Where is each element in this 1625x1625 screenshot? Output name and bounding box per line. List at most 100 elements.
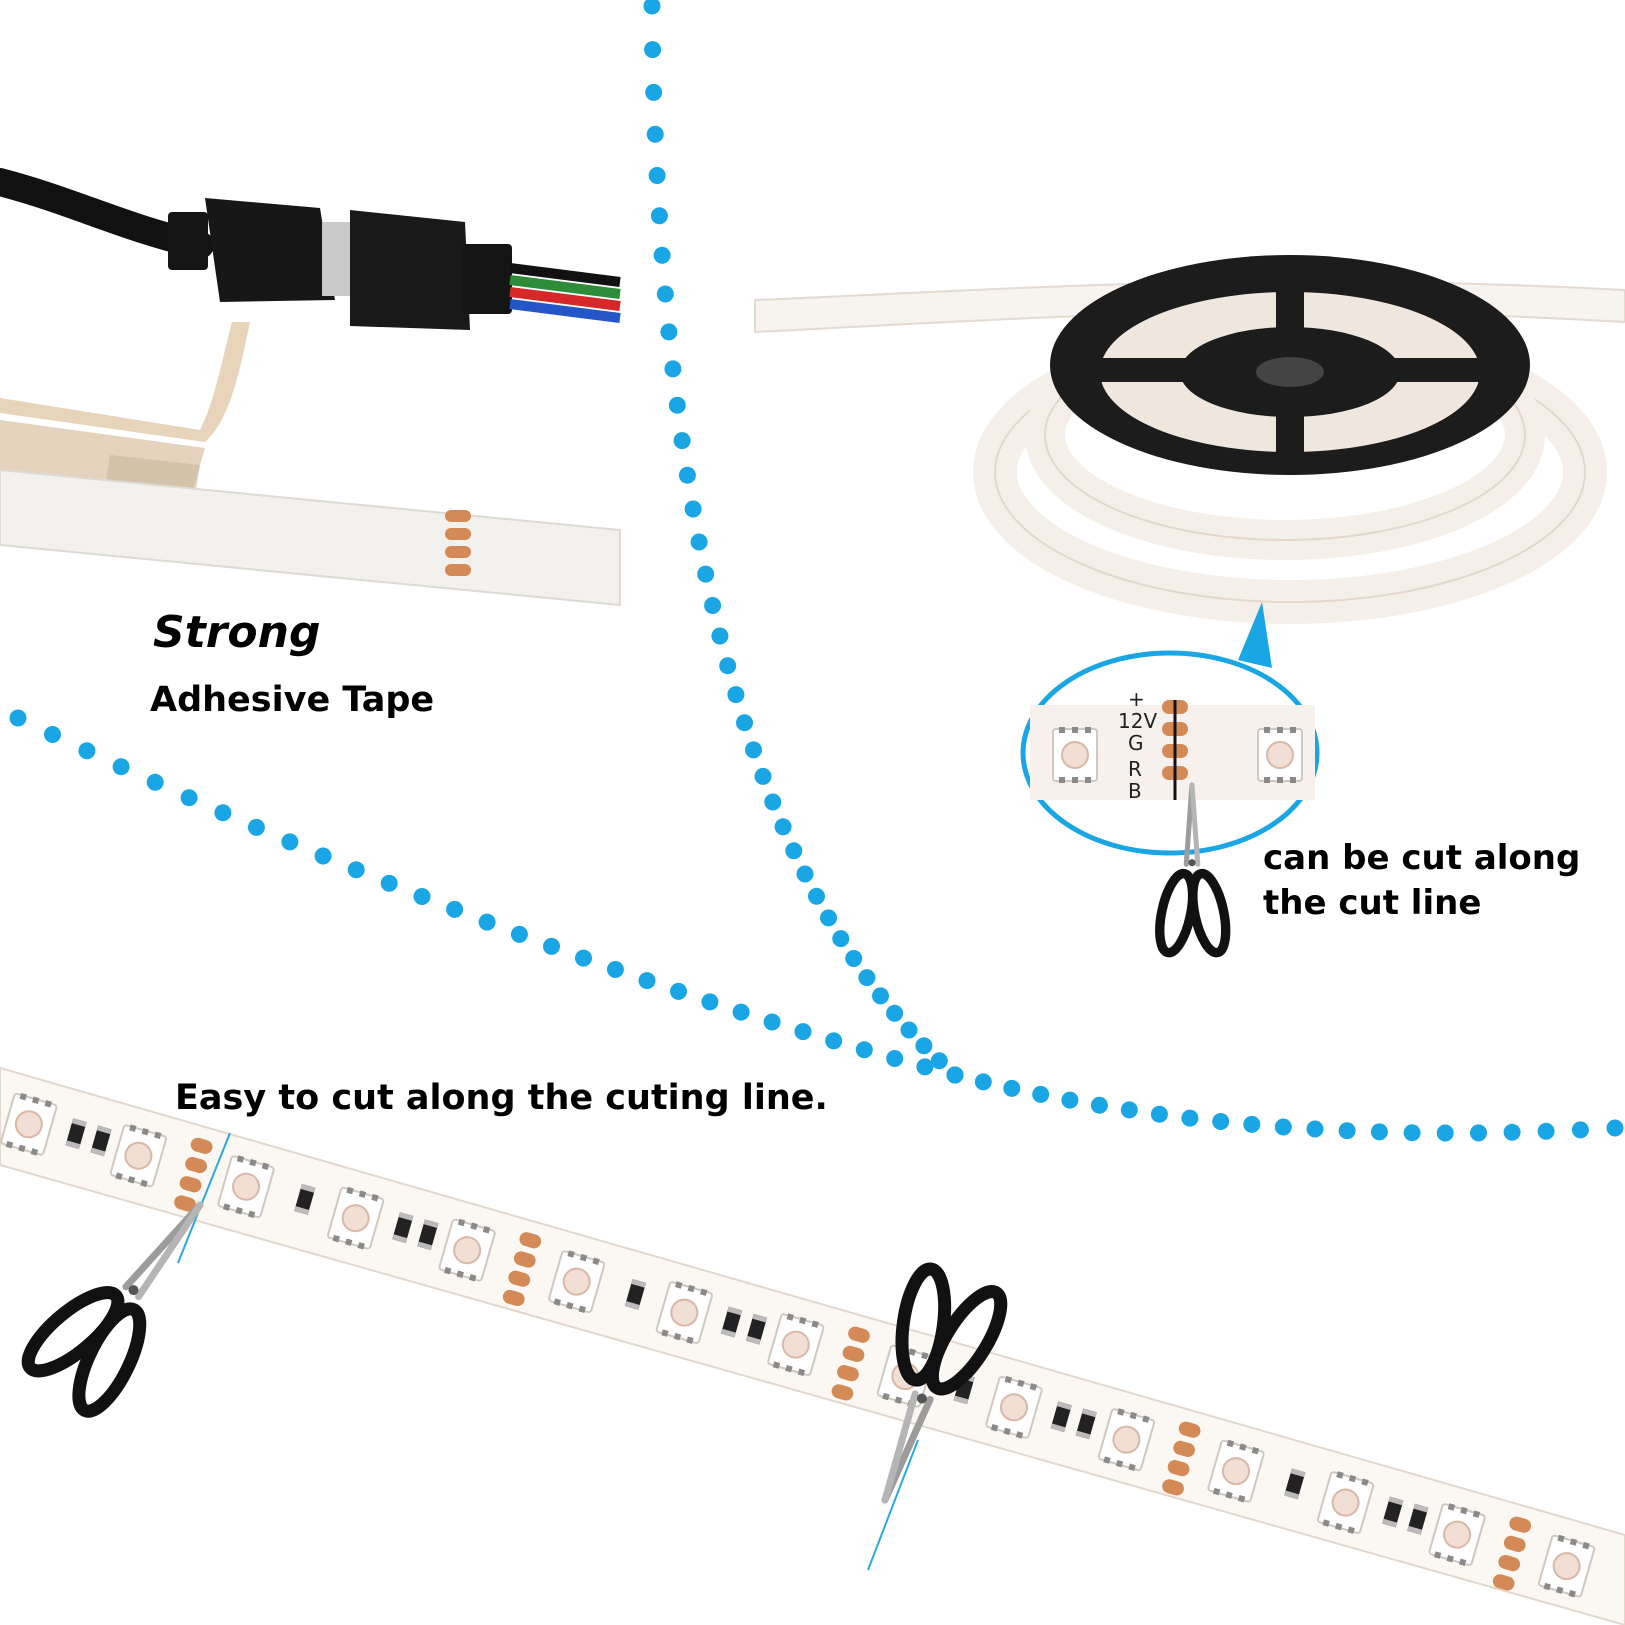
divider-dot bbox=[690, 533, 708, 551]
caption-cut-line-1: can be cut along bbox=[1263, 838, 1581, 878]
pad-label-g: G bbox=[1128, 731, 1144, 755]
divider-dot bbox=[247, 818, 265, 836]
divider-dot bbox=[1032, 1085, 1050, 1103]
divider-dot bbox=[1436, 1124, 1454, 1142]
divider-dot bbox=[900, 1021, 918, 1039]
divider-dot bbox=[644, 41, 662, 59]
divider-dot bbox=[845, 950, 863, 967]
divider-dot bbox=[638, 972, 656, 990]
caption-easy-cut: Easy to cut along the cuting line. bbox=[175, 1078, 828, 1118]
led-strip-reel bbox=[754, 255, 1625, 624]
divider-dot bbox=[1503, 1123, 1521, 1141]
pad-label-plus: + bbox=[1128, 687, 1145, 711]
divider-dot bbox=[1003, 1079, 1021, 1097]
divider-dot bbox=[858, 969, 876, 987]
pad-label-r: R bbox=[1128, 757, 1142, 781]
divider-dot bbox=[825, 1032, 843, 1050]
divider-dot bbox=[774, 818, 792, 836]
divider-dot bbox=[736, 714, 753, 732]
divider-dot bbox=[727, 686, 745, 704]
divider-dot bbox=[832, 930, 850, 948]
divider-dot bbox=[1338, 1122, 1356, 1140]
divider-dot bbox=[855, 1041, 873, 1059]
divider-dot bbox=[916, 1058, 934, 1076]
divider-dot bbox=[653, 246, 671, 264]
divider-dot bbox=[785, 842, 803, 860]
divider-dot bbox=[413, 888, 431, 905]
divider-dot bbox=[794, 1023, 812, 1041]
divider-dot bbox=[697, 565, 715, 583]
divider-dot bbox=[1061, 1091, 1079, 1109]
divider-dot bbox=[180, 789, 198, 807]
pad-label-b: B bbox=[1128, 779, 1142, 803]
divider-dot bbox=[1403, 1124, 1421, 1142]
divider-dot bbox=[684, 500, 702, 518]
divider-dot bbox=[946, 1066, 964, 1084]
caption-adhesive-tape: Adhesive Tape bbox=[150, 680, 435, 720]
divider-dot bbox=[606, 961, 624, 978]
divider-dot bbox=[886, 1004, 904, 1022]
divider-dot bbox=[112, 758, 130, 776]
divider-dot bbox=[643, 0, 661, 15]
cut-guide-line-left bbox=[177, 1132, 231, 1264]
divider-dot bbox=[764, 793, 782, 811]
rgb-connector-cable bbox=[0, 168, 621, 330]
divider-dot bbox=[704, 597, 722, 614]
divider-dot bbox=[1090, 1096, 1108, 1114]
divider-dot bbox=[711, 627, 729, 645]
divider-dot bbox=[380, 874, 398, 892]
divider-dot bbox=[1120, 1101, 1138, 1119]
divider-dot bbox=[1571, 1121, 1589, 1139]
divider-dot bbox=[1470, 1124, 1487, 1142]
divider-dot bbox=[478, 913, 496, 931]
adhesive-tape-strip bbox=[0, 322, 621, 607]
divider-dot bbox=[732, 1003, 750, 1021]
divider-dot bbox=[668, 396, 686, 414]
divider-dot bbox=[44, 726, 61, 743]
divider-dot bbox=[930, 1052, 948, 1070]
divider-dot bbox=[701, 993, 719, 1011]
divider-dot bbox=[670, 982, 687, 1000]
divider-dot bbox=[575, 949, 592, 967]
divider-dot bbox=[886, 1050, 904, 1067]
divider-dot bbox=[1150, 1105, 1168, 1123]
divider-dot bbox=[281, 833, 299, 851]
divider-dot bbox=[543, 937, 560, 955]
divider-dot bbox=[648, 167, 666, 184]
caption-strong: Strong bbox=[153, 607, 321, 658]
divider-dot bbox=[678, 466, 696, 484]
divider-dot bbox=[1243, 1115, 1261, 1133]
divider-dot bbox=[673, 432, 691, 450]
divider-dot bbox=[1274, 1118, 1292, 1136]
divider-dot bbox=[656, 285, 674, 303]
divider-dot bbox=[763, 1013, 781, 1031]
dotted-divider-lines bbox=[9, 0, 1624, 1142]
divider-dot bbox=[872, 987, 889, 1005]
divider-dot bbox=[146, 773, 164, 791]
divider-dot bbox=[510, 925, 528, 943]
divider-dot bbox=[974, 1073, 992, 1091]
divider-dot bbox=[446, 900, 464, 918]
divider-dot bbox=[9, 709, 27, 727]
divider-dot bbox=[645, 83, 663, 101]
divider-dot bbox=[754, 767, 772, 785]
divider-dot bbox=[808, 887, 825, 905]
divider-dot bbox=[796, 865, 814, 883]
divider-dot bbox=[646, 125, 664, 143]
divider-dot bbox=[664, 360, 682, 378]
divider-dot bbox=[915, 1037, 933, 1055]
divider-dot bbox=[745, 741, 762, 759]
divider-dot bbox=[1306, 1120, 1324, 1138]
divider-dot bbox=[1606, 1119, 1624, 1137]
divider-dot bbox=[314, 847, 332, 865]
divider-dot bbox=[214, 804, 232, 822]
divider-dot bbox=[347, 861, 365, 879]
led-strip-long bbox=[0, 1066, 1625, 1625]
divider-dot bbox=[1370, 1123, 1388, 1141]
cut-guide-line-right bbox=[867, 1439, 919, 1571]
divider-dot bbox=[1537, 1122, 1555, 1140]
divider-dot bbox=[78, 742, 96, 760]
divider-dot bbox=[820, 909, 837, 927]
divider-dot bbox=[1181, 1109, 1199, 1127]
